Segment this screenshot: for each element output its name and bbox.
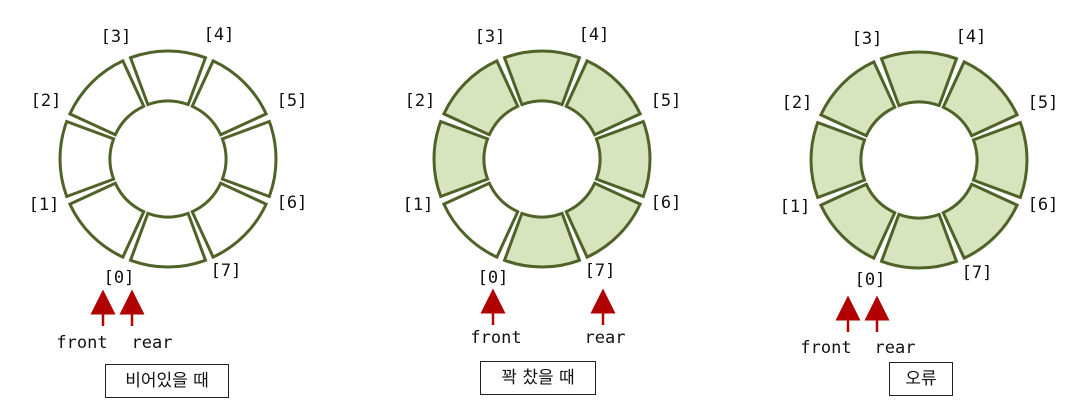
slot-index-label: [0] (855, 270, 886, 290)
slot-index-label: [6] (651, 193, 682, 213)
queue-slot-3 (879, 50, 959, 108)
slot-index-label: [3] (475, 27, 506, 47)
slot-index-label: [5] (277, 91, 308, 111)
queue-slot-7 (128, 211, 208, 269)
caption-full: 꽉 찼을 때 (480, 361, 596, 395)
slot-index-label: [2] (31, 91, 62, 111)
queue-slot-1 (809, 120, 867, 200)
front-label: front (56, 333, 107, 353)
front-label: front (800, 338, 851, 358)
queue-slot-5 (971, 120, 1029, 200)
rear-label: rear (132, 333, 173, 353)
slot-index-label: [1] (29, 195, 60, 215)
slot-index-label: [1] (780, 197, 811, 217)
queue-slot-3 (502, 49, 582, 107)
queue-slot-2 (818, 59, 897, 138)
front-label: front (470, 328, 521, 348)
queue-panel-0: [0] [1] [2] [3] [4] [5] [6] [7] front rear (29, 25, 308, 353)
queue-slot-5 (220, 119, 278, 199)
slot-index-label: [4] (579, 25, 610, 45)
slot-index-label: [7] (211, 261, 242, 281)
queue-slot-4 (941, 59, 1020, 138)
rear-label: rear (875, 338, 916, 358)
queue-slot-2 (67, 58, 146, 137)
rear-label: rear (585, 328, 626, 348)
queue-slot-7 (502, 211, 582, 269)
queue-slot-6 (941, 182, 1020, 261)
slot-index-label: [2] (405, 91, 436, 111)
slot-index-label: [3] (101, 27, 132, 47)
queue-slot-2 (441, 58, 520, 137)
slot-index-label: [5] (1028, 93, 1059, 113)
queue-slot-4 (190, 58, 269, 137)
slot-index-label: [5] (651, 91, 682, 111)
queue-slot-1 (58, 119, 116, 199)
queue-slot-0 (441, 181, 520, 260)
slot-index-label: [3] (852, 29, 883, 49)
slot-index-label: [2] (782, 93, 813, 113)
queue-slot-0 (818, 182, 897, 261)
slot-index-label: [4] (956, 27, 987, 47)
queue-slot-3 (128, 49, 208, 107)
queue-slot-0 (67, 181, 146, 260)
slot-index-label: [6] (1028, 195, 1059, 215)
slot-index-label: [1] (403, 195, 434, 215)
queue-panel-2: [0] [1] [2] [3] [4] [5] [6] [7] front rear (780, 27, 1059, 358)
slot-index-label: [4] (204, 25, 235, 45)
queue-panel-1: [0] [1] [2] [3] [4] [5] [6] [7] front rear (403, 25, 682, 348)
queue-slot-1 (432, 119, 490, 199)
queue-slot-6 (190, 181, 269, 260)
queue-slot-4 (564, 58, 643, 137)
slot-index-label: [0] (104, 268, 135, 288)
slot-index-label: [0] (478, 268, 509, 288)
caption-empty: 비어있을 때 (105, 364, 229, 398)
queue-slot-6 (564, 181, 643, 260)
queue-slot-5 (594, 119, 652, 199)
slot-index-label: [7] (962, 263, 993, 283)
slot-index-label: [6] (277, 193, 308, 213)
caption-error: 오류 (889, 362, 953, 396)
queue-slot-7 (879, 212, 959, 270)
slot-index-label: [7] (585, 261, 616, 281)
